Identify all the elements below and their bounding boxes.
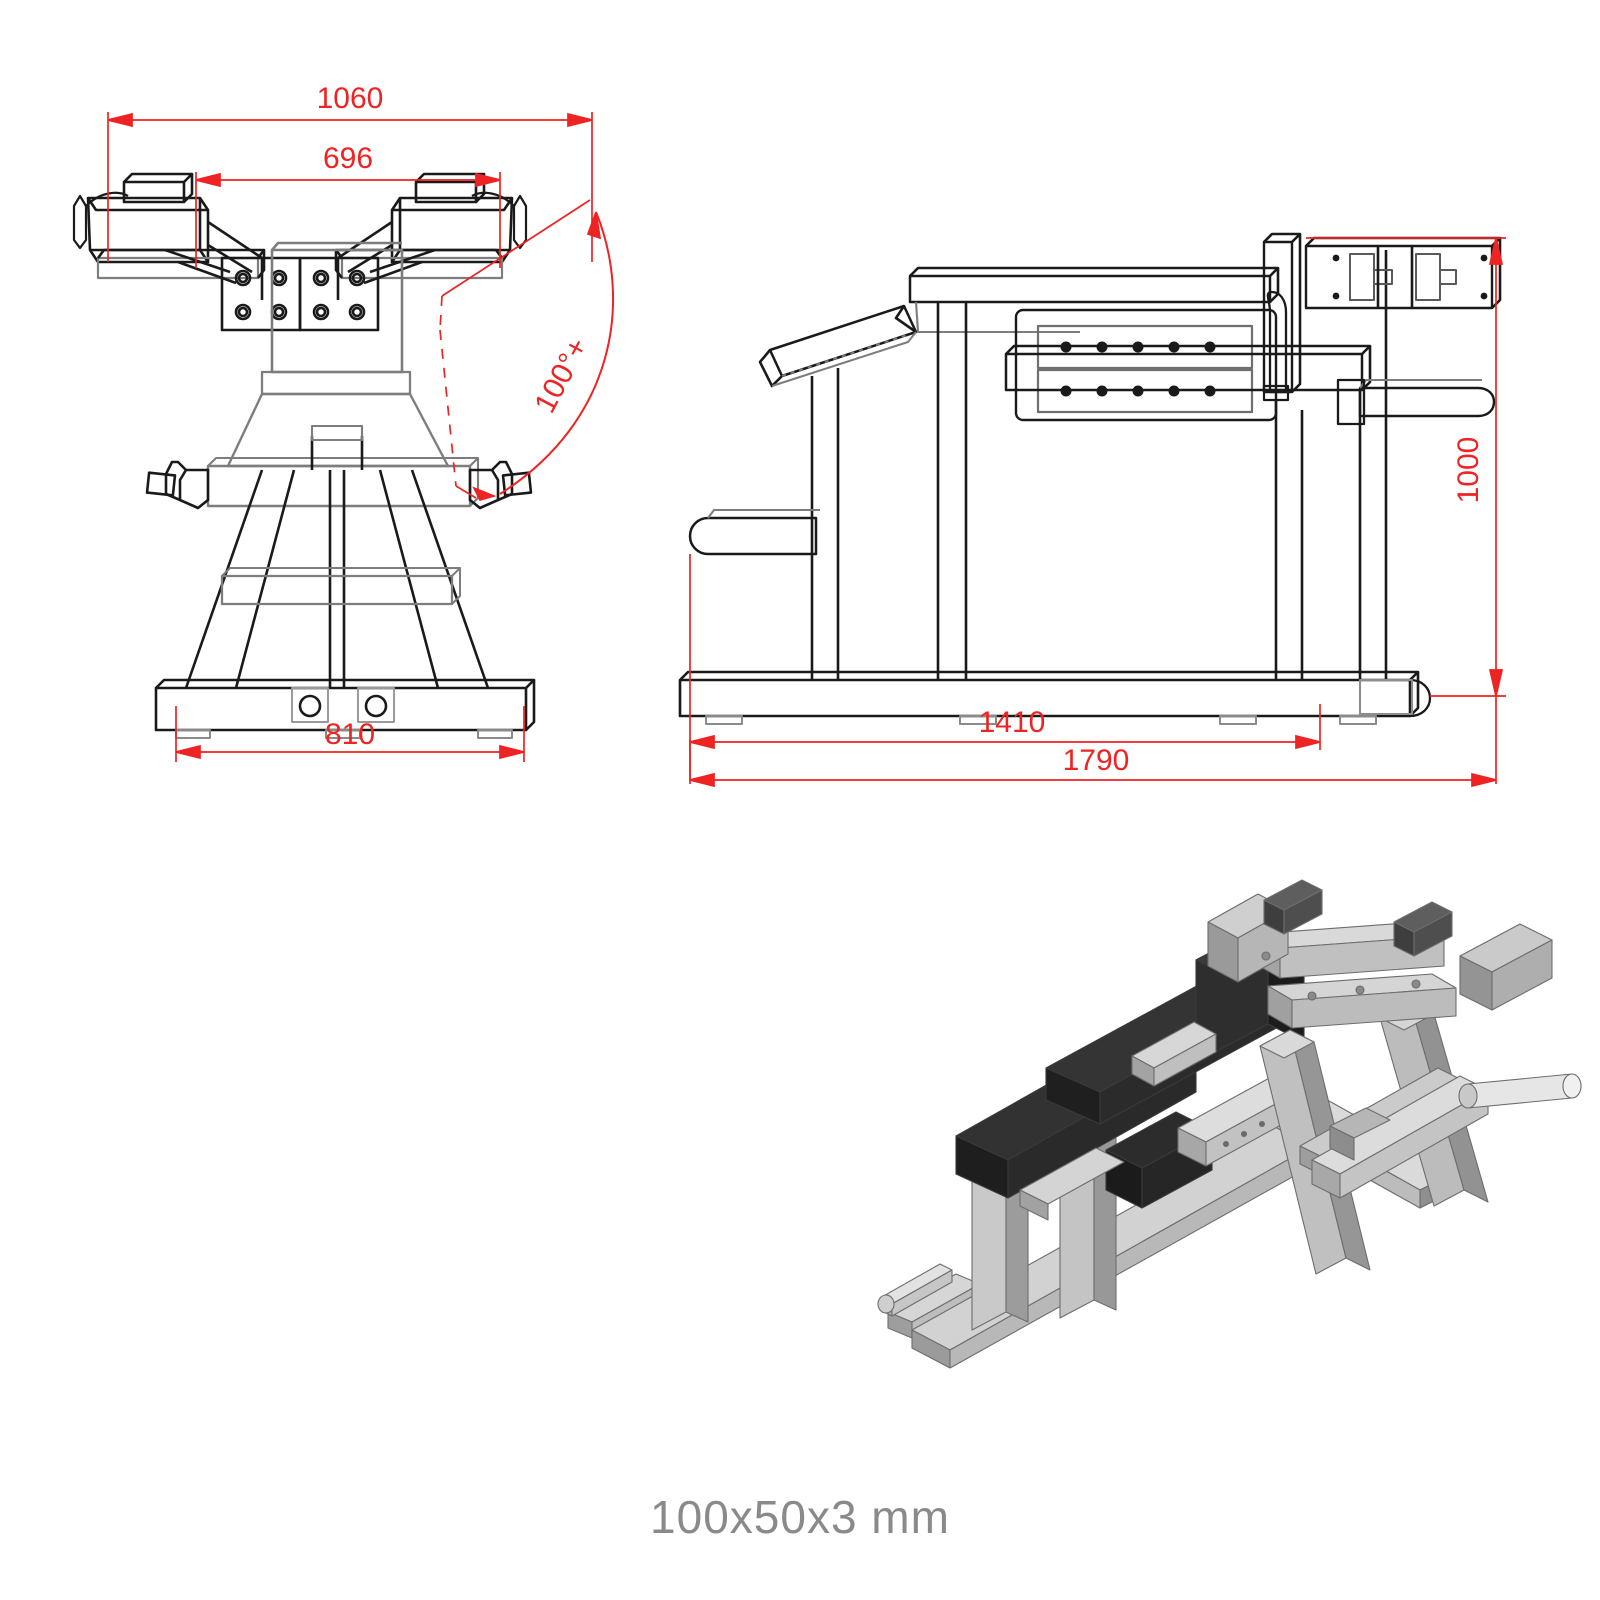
front-elevation-view: 1060 696 100°+ 810 (0, 0, 700, 820)
splayed-legs (184, 424, 490, 689)
iso-head-assembly (1207, 879, 1553, 1029)
base-plate (154, 678, 536, 739)
vertical-posts (810, 250, 1388, 680)
side-dimension-lines (689, 237, 1506, 788)
bench-rail (908, 266, 1280, 334)
dim-label-1000: 1000 (1452, 437, 1485, 504)
side-machine-outline (678, 232, 1502, 725)
isometric-render-view (860, 860, 1600, 1420)
tapered-frame (145, 370, 533, 510)
upper-mechanism (1262, 232, 1502, 394)
dim-label-696: 696 (323, 142, 373, 175)
iso-machine (877, 879, 1582, 1369)
adjustment-block (1004, 308, 1372, 422)
dim-label-1060: 1060 (317, 82, 384, 115)
iso-lever-handle (1311, 1073, 1582, 1199)
left-arm-assembly (72, 172, 266, 300)
front-dimension-lines (107, 112, 615, 762)
right-weight-horn (1336, 378, 1496, 426)
profile-size-caption: 100x50x3 mm (650, 1491, 950, 1543)
front-machine-outline (72, 172, 536, 739)
dim-label-810: 810 (325, 718, 375, 751)
dim-label-1790: 1790 (1063, 744, 1130, 777)
inclined-pad (758, 304, 918, 388)
dim-label-1410: 1410 (979, 706, 1046, 739)
iso-left-bracket (1131, 1021, 1217, 1087)
base-rail (678, 670, 1432, 725)
left-roller-handle (688, 508, 820, 556)
side-elevation-view: 1000 1410 1790 (660, 180, 1600, 820)
